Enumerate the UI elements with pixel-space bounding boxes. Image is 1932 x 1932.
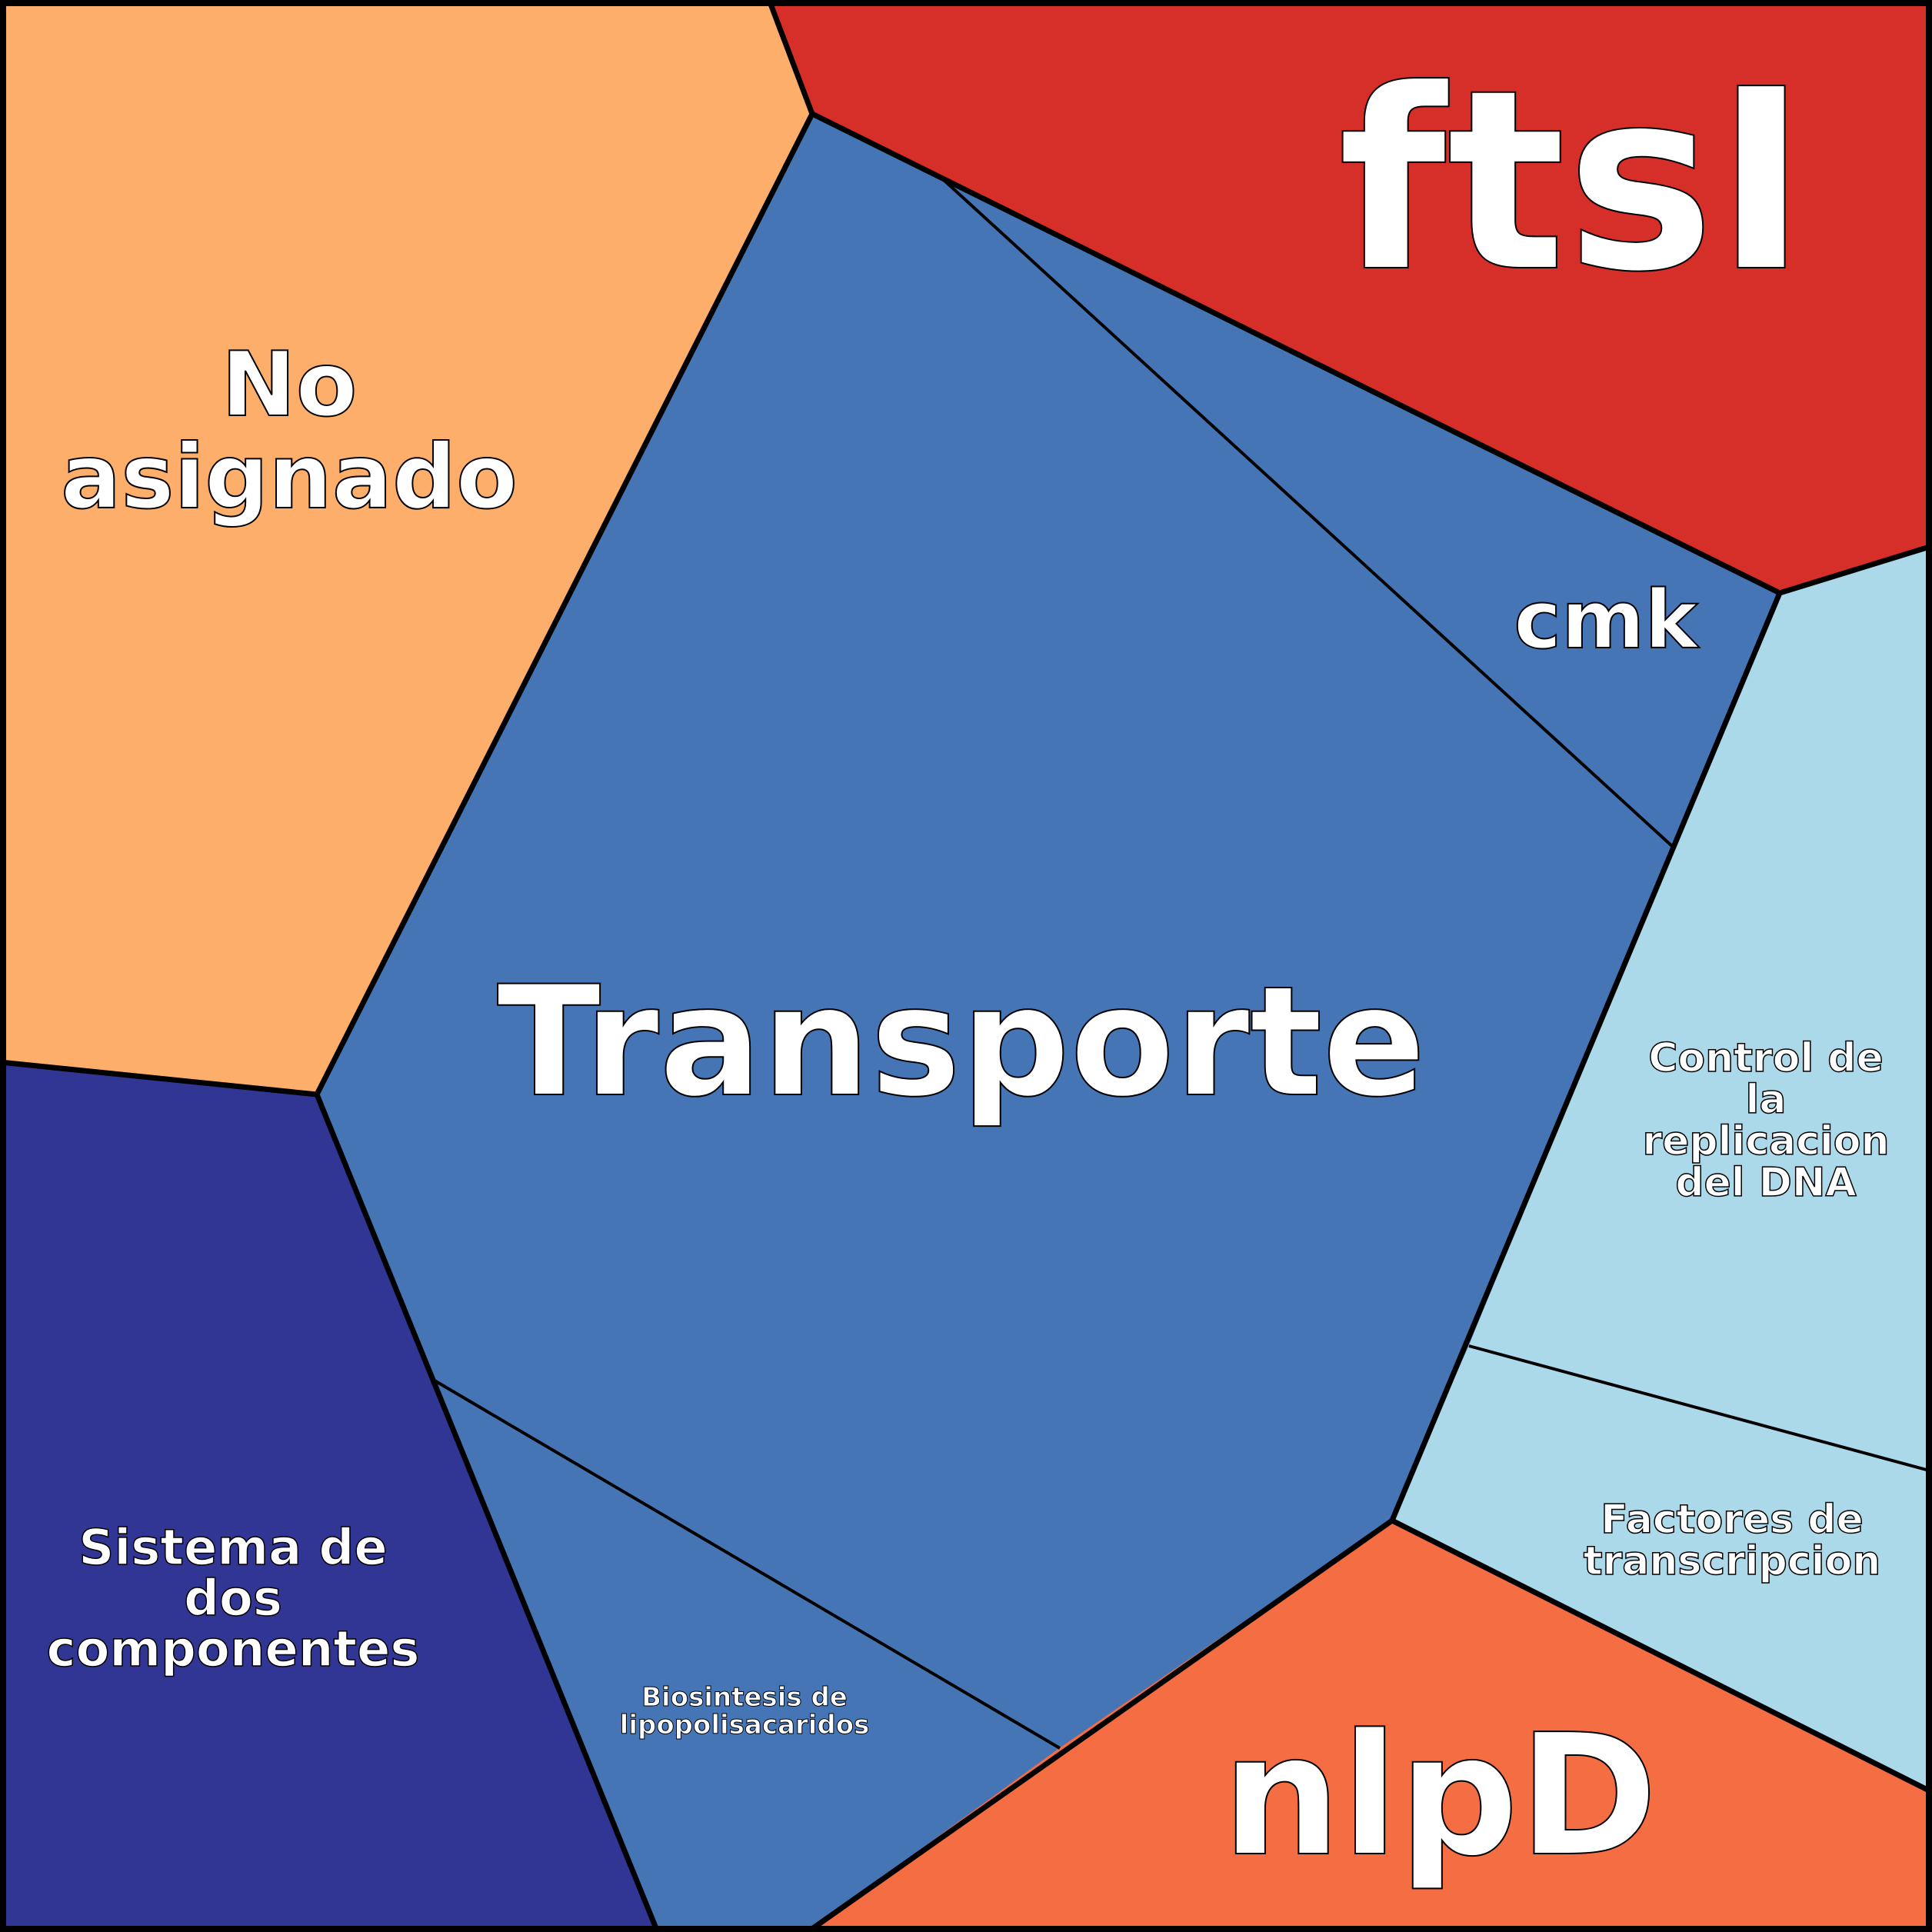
label-line: transcripcion [1584,1538,1880,1584]
inner-border-line [942,178,1674,848]
label-line: la [1746,1077,1787,1123]
inner-border-line [1468,1344,1932,1473]
label-line: replicacion [1642,1118,1889,1164]
label-line: del DNA [1675,1160,1856,1206]
label-cmk: cmk [1514,573,1700,667]
label-line: componentes [47,1621,420,1678]
major-border-line [805,1518,1394,1932]
label-line: asignado [61,425,518,529]
label-line: dos [184,1571,282,1627]
label-line: ftsI [1337,35,1807,327]
inner-borders [433,178,1932,1750]
inner-border-line [433,1379,1061,1750]
label-ftsi: ftsI [1337,35,1807,327]
label-line: Biosintesis de [641,1682,848,1713]
major-border-line [314,1093,661,1932]
major-border-line [0,0,815,1098]
label-line: nlpD [1222,1699,1658,1894]
label-line: Sistema de [78,1520,388,1577]
label-line: lipopolisacaridos [620,1710,870,1740]
label-line: No [222,333,358,437]
label-line: Factores de [1601,1497,1863,1543]
label-nlpd: nlpD [1222,1699,1658,1894]
label-line: Control de [1648,1035,1884,1081]
label-line: Transporte [497,953,1426,1131]
label-transporte: Transporte [497,953,1426,1131]
label-line: cmk [1514,573,1700,667]
